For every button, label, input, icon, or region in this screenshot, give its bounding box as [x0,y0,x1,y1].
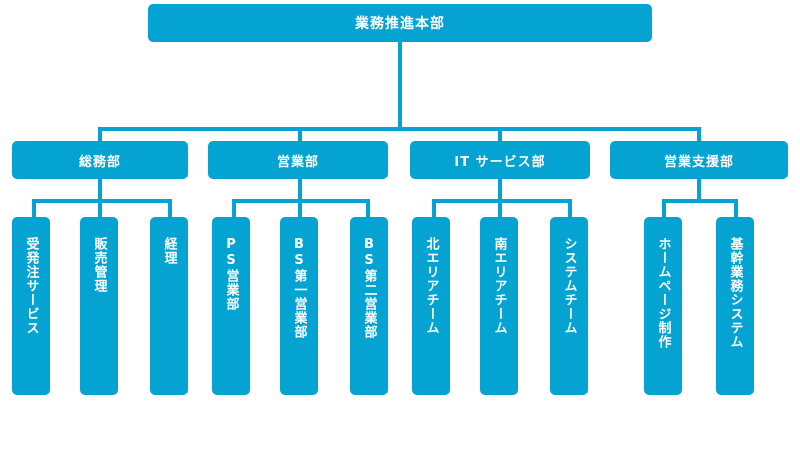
dept-label: 営業支援部 [663,154,734,170]
section-label: システムチーム [561,237,577,335]
section-label: 経理 [161,237,177,265]
section-label: ホームページ制作 [655,237,671,349]
connector [298,127,302,142]
section-node: 基幹業務システム [716,217,754,395]
dept-node: 総務部 [12,141,188,179]
connector [98,178,102,200]
connector [32,199,36,219]
dept-node: IT サービス部 [410,141,590,179]
dept-label: 営業部 [276,154,319,170]
connector [498,199,502,219]
connector [662,199,666,219]
connector [432,199,436,219]
connector [697,127,701,142]
connector [734,199,738,219]
dept-node: 営業支援部 [610,141,788,179]
connector [662,199,738,203]
section-label: PS営業部 [223,237,239,311]
section-node: ホームページ制作 [644,217,682,395]
section-label: 基幹業務システム [727,237,743,349]
section-label: 販売管理 [91,237,107,293]
connector [697,178,701,200]
connector [366,199,370,219]
section-label: 南エリアチーム [491,237,507,335]
section-label: BS第一営業部 [291,237,307,339]
section-node: 経理 [150,217,188,395]
section-node: システムチーム [550,217,588,395]
connector [498,127,502,142]
section-label: 受発注サービス [23,237,39,335]
root-node: 業務推進本部 [148,4,652,42]
connector [398,41,402,129]
connector [568,199,572,219]
section-node: BS第二営業部 [350,217,388,395]
section-label: BS第二営業部 [361,237,377,339]
root-label: 業務推進本部 [355,16,445,32]
section-node: 北エリアチーム [412,217,450,395]
section-node: PS営業部 [212,217,250,395]
connector [168,199,172,219]
connector [232,199,236,219]
section-node: BS第一営業部 [280,217,318,395]
connector [432,199,572,203]
connector [298,199,302,219]
section-node: 販売管理 [80,217,118,395]
connector [98,199,102,219]
section-node: 受発注サービス [12,217,50,395]
dept-label: IT サービス部 [454,154,546,170]
section-node: 南エリアチーム [480,217,518,395]
dept-node: 営業部 [208,141,388,179]
connector [98,127,102,142]
connector [32,199,172,203]
connector [498,178,502,200]
connector [298,178,302,200]
section-label: 北エリアチーム [423,237,439,335]
dept-label: 総務部 [78,154,121,170]
connector [98,127,701,131]
